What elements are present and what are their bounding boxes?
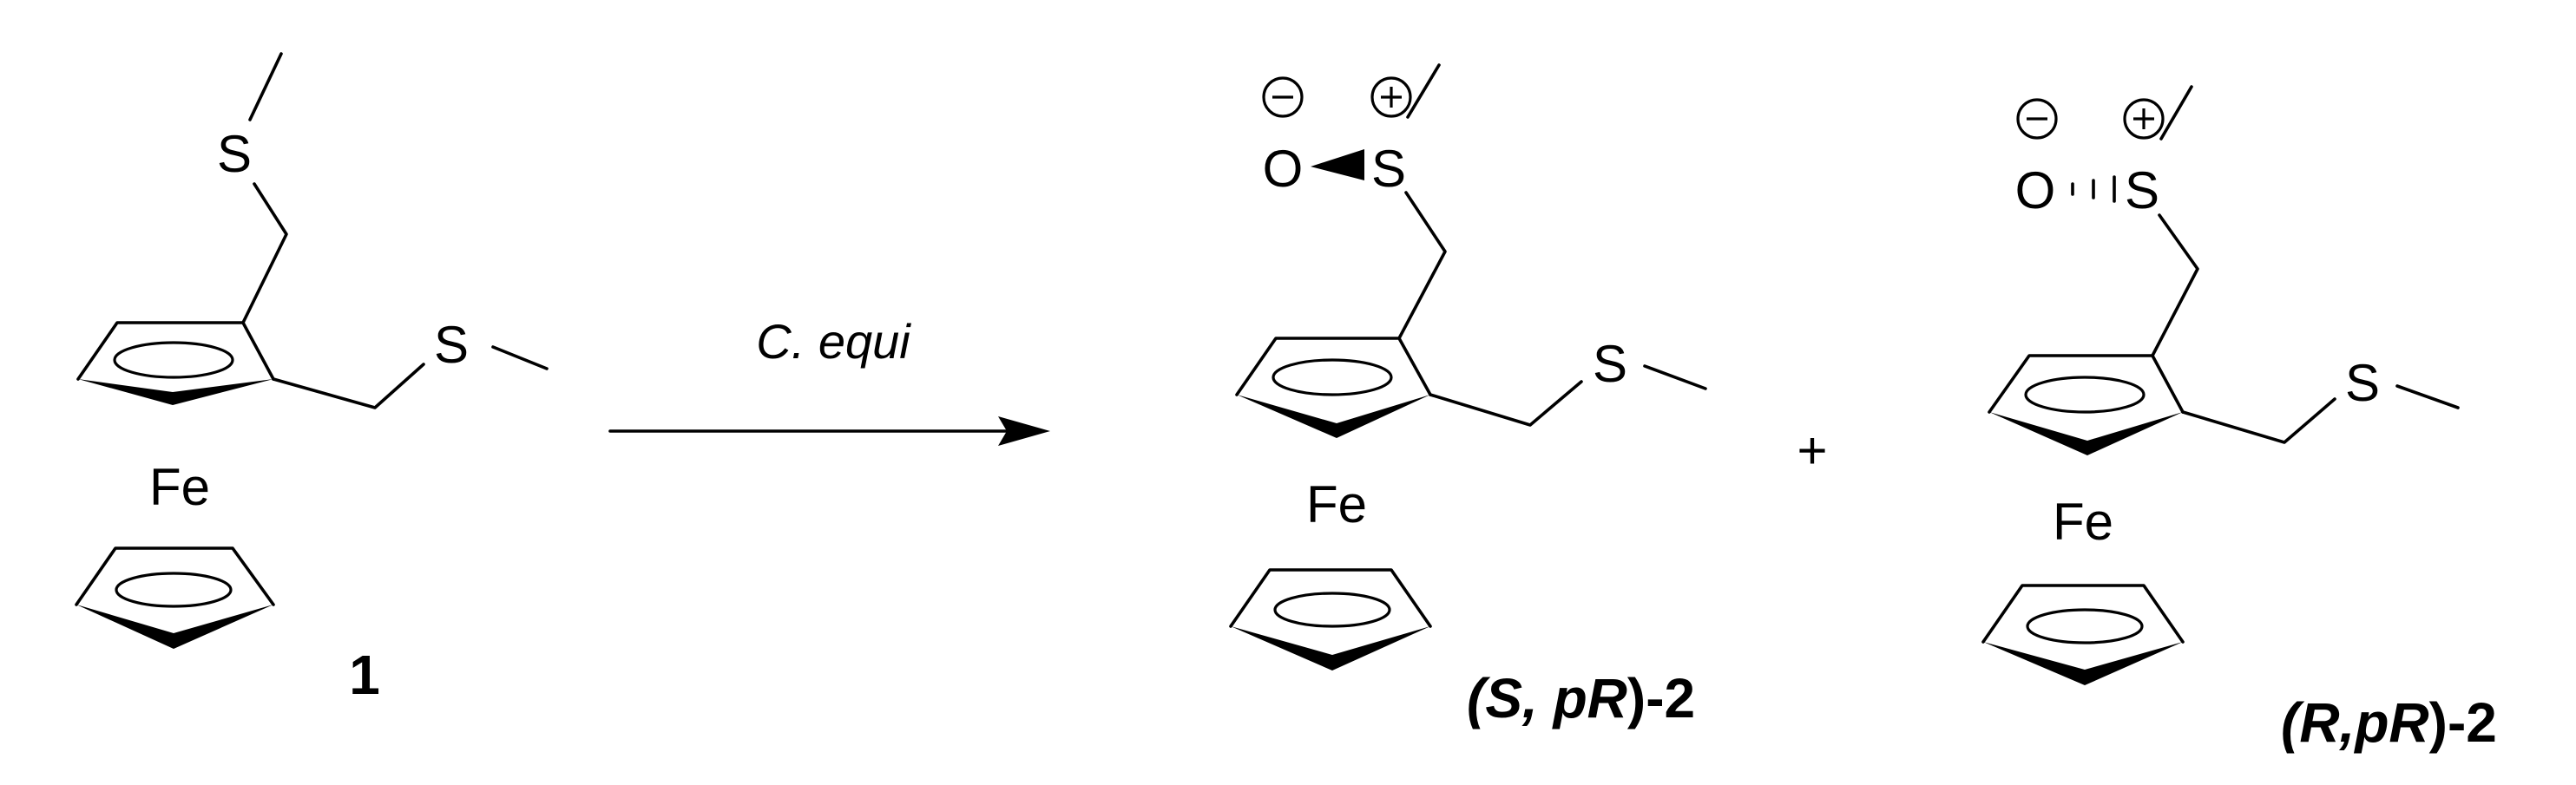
compound-label: (R,pR)-2 bbox=[2281, 691, 2497, 754]
positive-charge-icon bbox=[1370, 76, 1412, 118]
iron-atom: Fe bbox=[1306, 475, 1367, 533]
compound-label: (S, pR)-2 bbox=[1467, 667, 1695, 729]
sulfur-atom: S bbox=[2345, 354, 2380, 412]
sulfur-atom: S bbox=[1593, 335, 1627, 393]
negative-charge-icon bbox=[1262, 76, 1304, 118]
sulfur-atom: S bbox=[434, 316, 469, 374]
positive-charge-icon bbox=[2123, 98, 2165, 140]
compound-r-pr-2: O S S Fe (R,pR)-2 bbox=[1981, 85, 2497, 754]
sulfur-atom: S bbox=[217, 125, 252, 183]
compound-s-pr-2: O S S Fe (S, pR)-2 bbox=[1229, 63, 1707, 729]
cp-ring-lower bbox=[1229, 568, 1432, 671]
compound-label: 1 bbox=[349, 644, 380, 706]
oxygen-atom: O bbox=[1263, 140, 1304, 198]
plus-sign: + bbox=[1797, 422, 1827, 480]
iron-atom: Fe bbox=[2053, 493, 2113, 551]
cp-ring-upper bbox=[76, 321, 275, 405]
sulfur-atom: S bbox=[2125, 161, 2159, 219]
sulfur-atom: S bbox=[1371, 140, 1406, 198]
negative-charge-icon bbox=[2016, 98, 2058, 140]
compound-1: S S Fe 1 bbox=[75, 52, 549, 706]
cp-ring-upper bbox=[1235, 337, 1432, 438]
methylthio-chain-side: S bbox=[272, 316, 549, 409]
wedge-bond bbox=[1311, 149, 1364, 180]
cp-ring-lower bbox=[75, 546, 275, 649]
iron-atom: Fe bbox=[149, 458, 210, 516]
reaction-condition: C. equi bbox=[756, 314, 911, 369]
cp-ring-lower bbox=[1981, 584, 2185, 685]
oxygen-atom: O bbox=[2015, 161, 2056, 219]
reaction-arrow bbox=[608, 416, 1050, 446]
methylthio-chain-upper: S bbox=[217, 52, 288, 324]
cp-ring-upper bbox=[1988, 354, 2185, 455]
hashed-bond bbox=[2071, 175, 2116, 203]
